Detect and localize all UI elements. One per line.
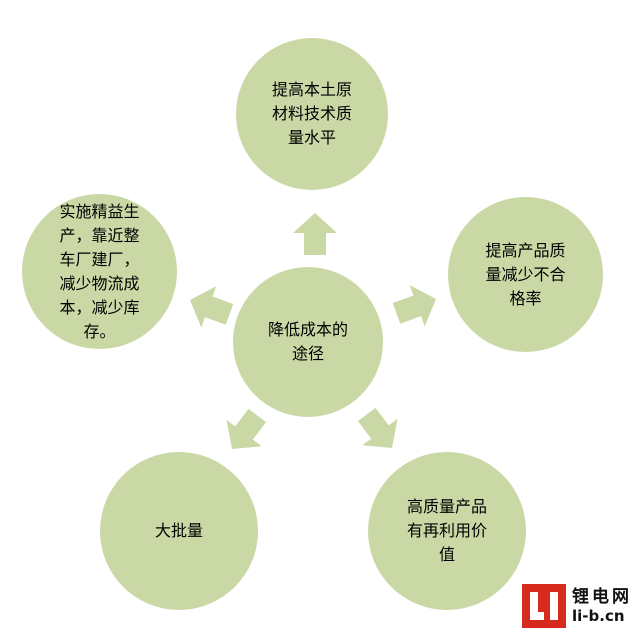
left-node-label: 实施精益生 产，靠近整 车厂建厂， 减少物流成 本，减少库 存。 — [59, 201, 140, 341]
watermark-cn: 锂电网 — [572, 587, 632, 607]
arrow-left — [190, 286, 234, 328]
arrow-bottom-right — [357, 407, 398, 448]
bottom-left-node: 大批量 — [100, 452, 258, 610]
arrow-bottom-left — [226, 408, 267, 449]
bottom-left-node-label: 大批量 — [154, 521, 203, 540]
bottom-right-node-label: 高质量产品 有再利用价 值 — [406, 497, 487, 564]
left-node: 实施精益生 产，靠近整 车厂建厂， 减少物流成 本，减少库 存。 — [22, 194, 177, 349]
arrow-top — [293, 213, 337, 255]
center-node: 降低成本的 途径 — [233, 267, 383, 417]
arrow-right — [392, 285, 436, 327]
watermark-url: li-b.cn — [572, 607, 625, 625]
top-node-label: 提高本土原 材料技术质 量水平 — [271, 80, 352, 147]
right-node-label: 提高产品质 量减少不合 格率 — [485, 240, 566, 308]
right-node: 提高产品质 量减少不合 格率 — [448, 197, 603, 352]
top-node: 提高本土原 材料技术质 量水平 — [236, 38, 388, 190]
watermark-logo: 锂电网 li-b.cn — [522, 580, 636, 632]
center-node-label: 降低成本的 途径 — [267, 320, 348, 363]
logo-li-icon — [522, 584, 566, 628]
bottom-right-node: 高质量产品 有再利用价 值 — [368, 452, 526, 610]
